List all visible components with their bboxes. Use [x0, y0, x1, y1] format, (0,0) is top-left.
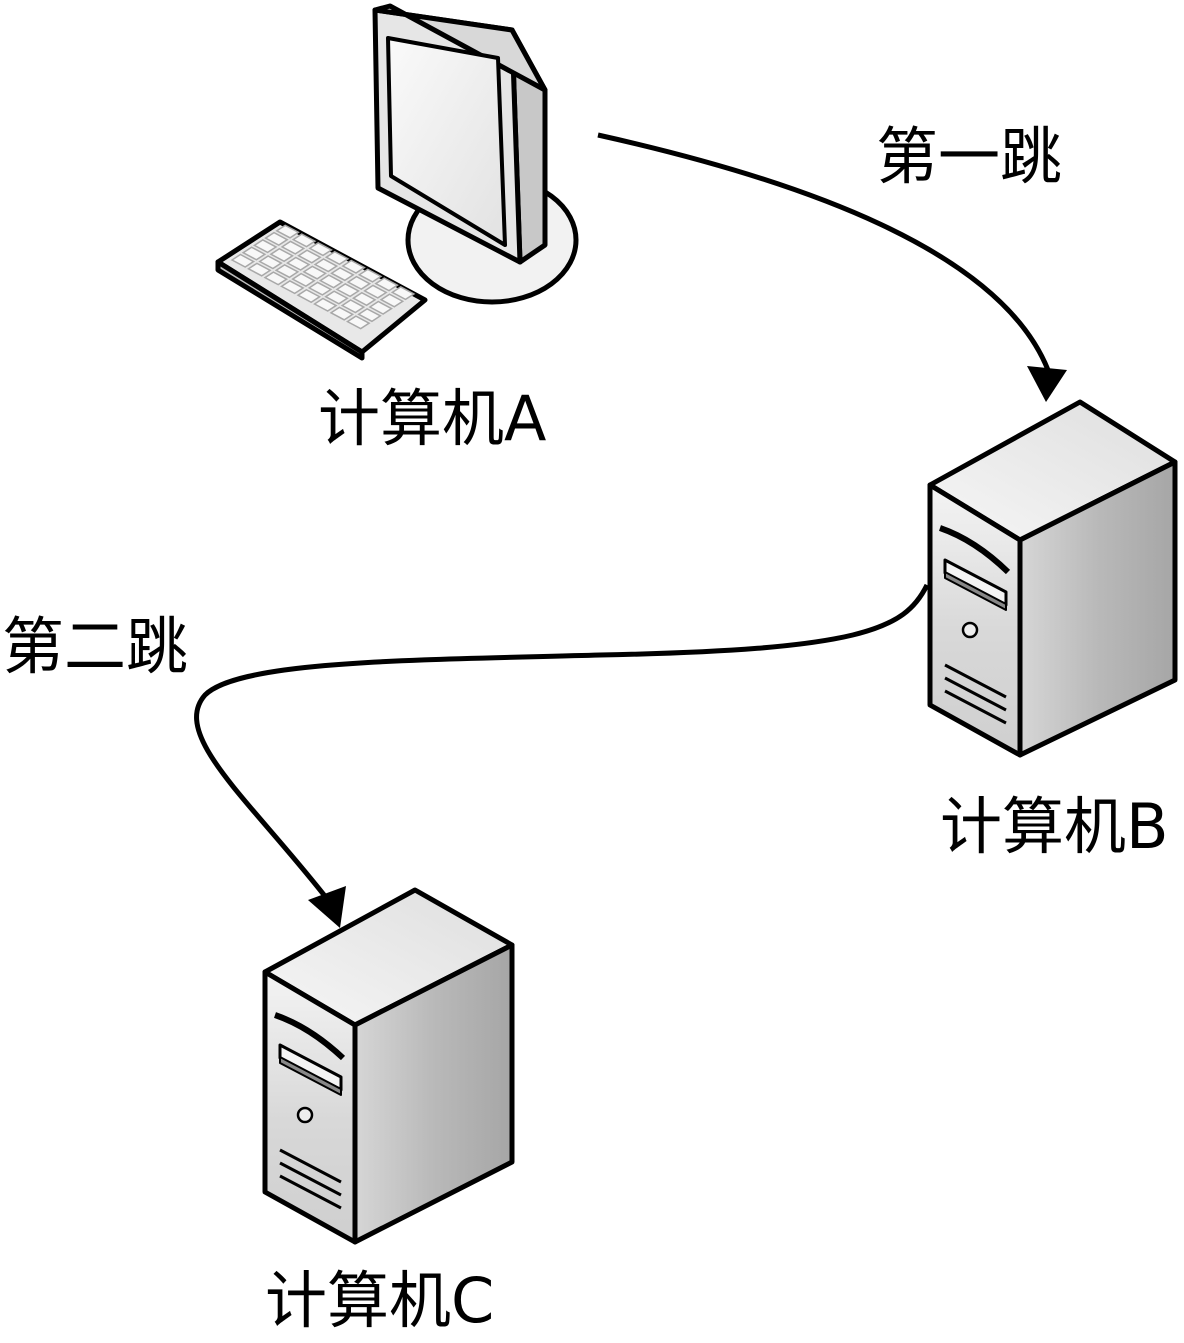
keyboard-key — [308, 242, 333, 257]
keyboard-key — [341, 259, 366, 274]
keyboard-key — [318, 274, 344, 289]
hop2-label: 第二跳 — [2, 610, 188, 683]
computer-b: 计算机B — [927, 399, 1178, 863]
keyboard-key — [390, 286, 416, 301]
keyboard-key — [258, 255, 283, 270]
keyboard-key — [368, 300, 393, 315]
keyboard-key — [324, 290, 349, 305]
keyboard-key — [374, 277, 399, 292]
server-tower-icon — [262, 887, 515, 1245]
hop1-arrowhead — [1027, 366, 1067, 402]
keyboard-key — [264, 231, 289, 247]
computer-c: 计算机C — [262, 887, 515, 1337]
keyboard-key — [275, 224, 300, 239]
keyboard-key — [357, 268, 383, 283]
server-tower-icon — [927, 399, 1178, 758]
keyboard-key — [302, 265, 327, 280]
keyboard-key — [313, 258, 339, 273]
hop2-arrowhead — [308, 886, 346, 928]
keyboard-key — [297, 249, 322, 264]
keyboard-keys — [230, 224, 416, 330]
hop2-arrow — [194, 583, 930, 902]
keyboard-key — [340, 299, 366, 314]
keyboard-key — [280, 280, 305, 295]
keyboard-key — [335, 283, 360, 298]
keyboard-key — [379, 293, 405, 308]
keyboard-key — [269, 247, 294, 263]
keyboard-key — [280, 240, 306, 255]
edge-hop2: 第二跳 — [2, 583, 930, 928]
computer-b-label: 计算机B — [940, 790, 1169, 863]
hop1-arrow — [597, 132, 1051, 371]
keyboard-key — [346, 275, 372, 291]
computer-a-label: 计算机A — [318, 382, 546, 455]
keyboard-key — [274, 263, 300, 279]
computer-c-label: 计算机C — [265, 1264, 494, 1337]
keyboard-key — [247, 262, 272, 277]
keyboard-key — [296, 288, 322, 304]
edge-hop1: 第一跳 — [597, 120, 1067, 402]
keyboard-key — [351, 291, 377, 307]
keyboard-key — [313, 297, 338, 312]
keyboard-key — [330, 266, 355, 282]
keyboard-key — [329, 306, 355, 321]
hop1-label: 第一跳 — [876, 120, 1062, 193]
keyboard-key — [263, 271, 289, 286]
keyboard-key — [307, 281, 333, 296]
keyboard-key — [346, 315, 371, 330]
keyboard-key — [285, 256, 311, 271]
keyboard-key — [363, 284, 388, 299]
keyboard-key — [291, 233, 317, 248]
keyboard-key — [230, 253, 256, 268]
computer-a: 计算机A — [215, 3, 579, 455]
keyboard-key — [252, 239, 278, 254]
keyboard-key — [291, 272, 316, 288]
keyboard-key — [324, 250, 350, 266]
keyboard-key — [357, 307, 382, 323]
keyboard-key — [241, 246, 267, 261]
